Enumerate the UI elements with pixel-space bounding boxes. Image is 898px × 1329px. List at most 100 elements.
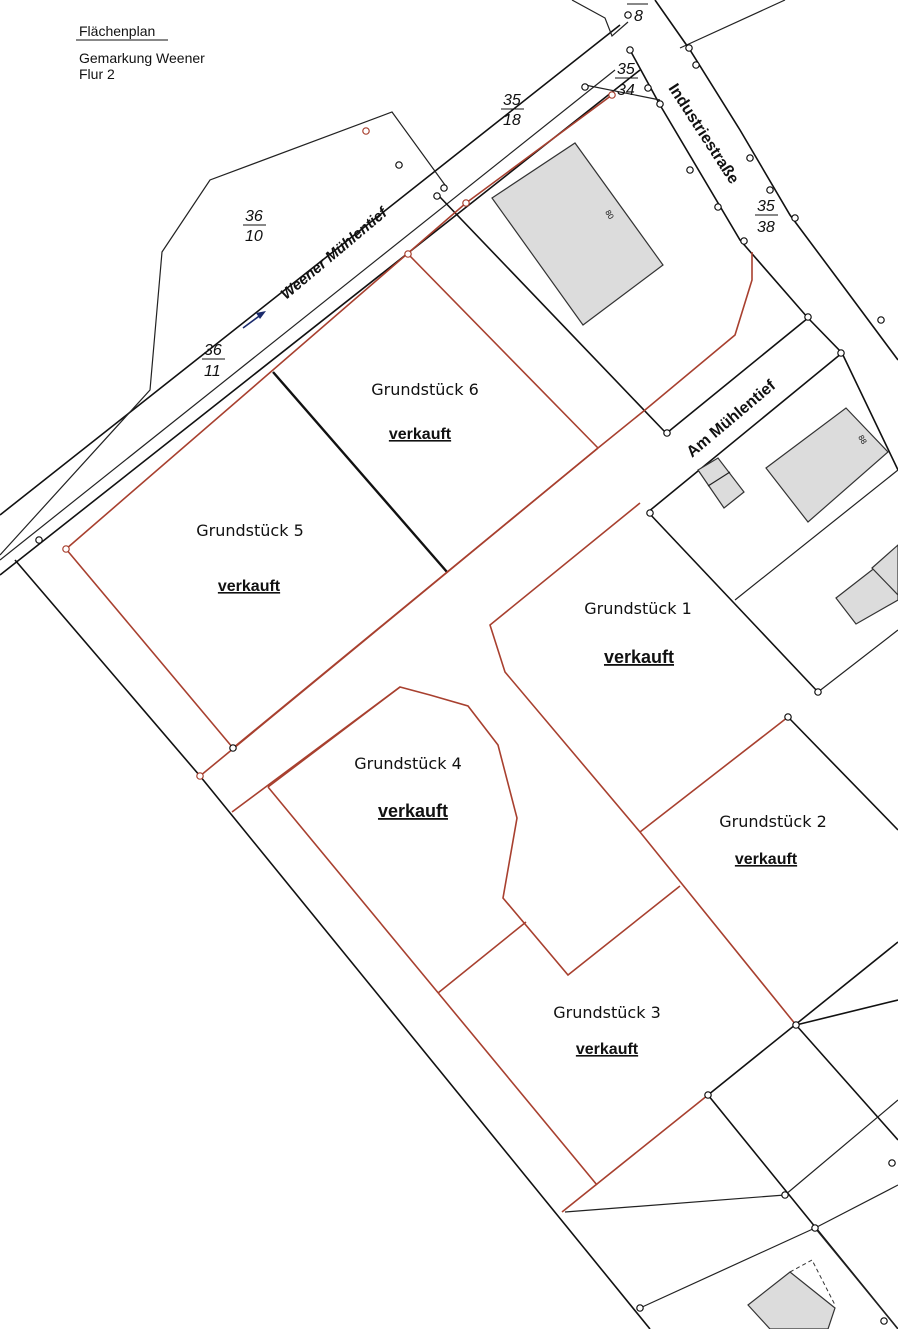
map-district: Gemarkung Weener	[79, 50, 205, 66]
parcel-line-east-2	[734, 469, 898, 601]
svg-text:35: 35	[617, 61, 635, 78]
industriestrasse-west	[629, 49, 898, 471]
svg-text:8: 8	[634, 8, 643, 25]
parcel-line-se-6	[639, 1227, 816, 1309]
lot-1: Grundstück 1 verkauft	[584, 599, 692, 667]
survey-point	[646, 509, 654, 517]
survey-point	[811, 1224, 819, 1232]
parcel-line-se-2	[707, 941, 898, 1096]
street-industriestrasse: Industriestraße	[665, 81, 742, 187]
survey-point	[229, 744, 237, 752]
parcel-36-11: 36 11	[202, 342, 225, 380]
lot-status: verkauft	[576, 1041, 639, 1058]
survey-point	[581, 83, 589, 91]
survey-point-red	[404, 250, 412, 258]
svg-text:11: 11	[204, 363, 221, 380]
survey-point-red	[62, 545, 70, 553]
survey-point-red	[196, 772, 204, 780]
parcel-35-8-outline	[571, 0, 629, 38]
canal-line-inner	[0, 69, 616, 561]
svg-text:18: 18	[503, 112, 521, 129]
survey-point	[714, 203, 722, 211]
street-am-muehlentief: Am Mühlentief	[684, 377, 780, 461]
parcel-35-38: 35 38	[755, 198, 778, 236]
parcel-36-10-outline	[0, 111, 446, 556]
building-88	[765, 407, 889, 523]
parcel-line-se-9	[564, 1194, 786, 1213]
svg-text:38: 38	[757, 219, 775, 236]
survey-point	[781, 1191, 789, 1199]
survey-point	[766, 186, 774, 194]
parcel-line-east-3	[817, 629, 898, 693]
lot-6: Grundstück 6 verkauft	[371, 380, 479, 443]
building-small-divider	[707, 471, 731, 487]
survey-point-red	[462, 199, 470, 207]
map-header: Flächenplan Gemarkung Weener Flur 2	[76, 23, 205, 82]
red-line-lot5-west	[65, 548, 234, 749]
survey-point	[804, 313, 812, 321]
canal-line-north	[0, 24, 621, 516]
parcel-line-80-west	[437, 194, 666, 433]
survey-point	[746, 154, 754, 162]
parcel-line-ne	[679, 0, 786, 49]
lot-name: Grundstück 3	[553, 1003, 661, 1022]
survey-point	[880, 1317, 888, 1325]
survey-points	[35, 11, 896, 1325]
red-line-lot3-4	[437, 921, 527, 994]
survey-point	[791, 214, 799, 222]
red-line-canal	[65, 94, 613, 550]
lot-status: verkauft	[378, 801, 448, 821]
survey-point	[792, 1021, 800, 1029]
survey-point	[656, 100, 664, 108]
survey-point	[814, 688, 822, 696]
red-line-lot4-west	[267, 786, 598, 1186]
survey-point	[692, 61, 700, 69]
lot-4: Grundstück 4 verkauft	[354, 754, 462, 821]
building-small-1	[697, 457, 745, 509]
am-muehlentief-north	[667, 317, 809, 433]
survey-point	[624, 11, 632, 19]
parcel-line-se-8	[814, 1227, 898, 1329]
lot-status: verkauft	[218, 578, 281, 595]
parcel-top-8: 8	[627, 3, 648, 25]
survey-point	[626, 46, 634, 54]
parcel-line-35-34	[584, 84, 661, 101]
parcel-line-se-4	[795, 999, 898, 1026]
survey-point	[686, 166, 694, 174]
lot-name: Grundstück 6	[371, 380, 479, 399]
building-80	[491, 142, 664, 326]
parcel-line-se-5	[784, 1099, 898, 1196]
svg-text:34: 34	[617, 82, 635, 99]
survey-point	[440, 184, 448, 192]
industriestrasse-east	[654, 0, 898, 361]
am-muehlentief-south	[647, 352, 843, 513]
boundary-sw-long	[199, 775, 651, 1329]
lot-name: Grundstück 4	[354, 754, 462, 773]
street-weener-muehlentief: Weener Mühlentief	[278, 203, 392, 303]
survey-point	[395, 161, 403, 169]
parcel-line-east-1	[647, 511, 819, 693]
red-line-lot1-2	[639, 716, 789, 833]
building-south	[747, 1271, 836, 1329]
map-title: Flächenplan	[79, 23, 155, 39]
survey-point	[644, 84, 652, 92]
red-line-site80	[597, 252, 753, 449]
survey-point	[877, 316, 885, 324]
flow-arrow-icon	[242, 311, 266, 329]
survey-point	[704, 1091, 712, 1099]
survey-point	[433, 192, 441, 200]
svg-text:36: 36	[245, 208, 263, 225]
parcel-35-18: 35 18	[501, 92, 524, 129]
lot-boundaries	[65, 94, 797, 1213]
red-line-lot3-south	[561, 1094, 709, 1213]
lot-name: Grundstück 2	[719, 812, 827, 831]
svg-text:35: 35	[503, 92, 521, 109]
boundary-sw-north	[14, 559, 201, 777]
survey-point	[888, 1159, 896, 1167]
red-line-lot6-east	[407, 253, 599, 449]
lot-status: verkauft	[735, 851, 798, 868]
parcel-line-se-7	[814, 1184, 898, 1229]
survey-point	[740, 237, 748, 245]
